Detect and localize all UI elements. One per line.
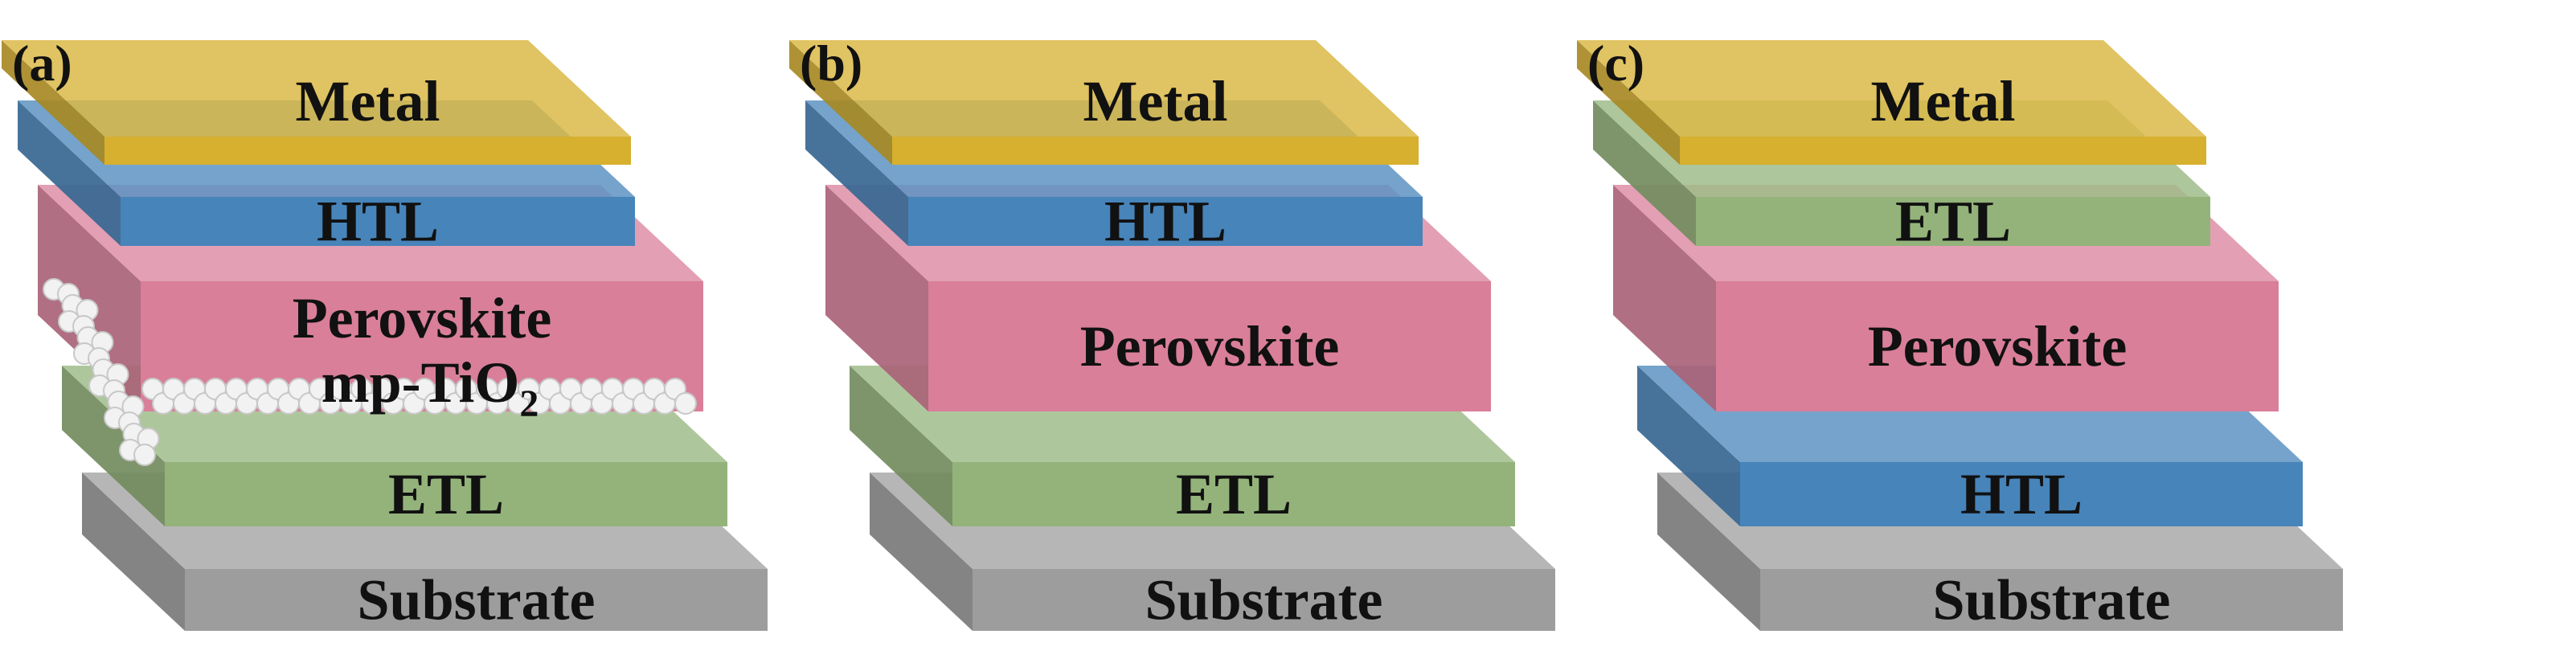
metal-top-face [2, 40, 631, 137]
metal-label: Metal [1083, 69, 1228, 133]
etl-side-face [62, 366, 165, 526]
htl-label: HTL [1960, 462, 2083, 526]
metal-label: Metal [1871, 69, 2016, 133]
mp-tio2-subscript: 2 [519, 383, 539, 425]
etl-front-face [952, 462, 1515, 526]
metal-side-face [789, 40, 892, 165]
perovskite-side-face [825, 185, 928, 411]
perovskite-label: Perovskite [1868, 314, 2128, 379]
panel-label: (c) [1587, 35, 1644, 92]
etl-front-face [1696, 197, 2210, 246]
substrate-front-face [1760, 569, 2343, 631]
substrate-label: Substrate [1932, 568, 2170, 632]
nanoparticle [674, 392, 697, 415]
metal-top-face [789, 40, 1419, 137]
metal-front-face [1680, 137, 2206, 165]
panel-label: (b) [800, 35, 862, 92]
etl-label: ETL [388, 462, 504, 526]
mp-tio2-particles [43, 278, 697, 466]
perovskite-layer [825, 185, 1491, 411]
perovskite-front-face [928, 281, 1491, 411]
metal-layer [2, 40, 631, 165]
substrate-side-face [82, 473, 185, 631]
htl-front-face [908, 197, 1423, 246]
htl-side-face [805, 100, 908, 246]
metal-side-face [2, 40, 104, 165]
htl-front-face [121, 197, 635, 246]
substrate-label: Substrate [357, 568, 595, 632]
substrate-side-face [1657, 473, 1760, 631]
metal-label: Metal [296, 69, 440, 133]
htl-side-face [1637, 366, 1740, 526]
metal-layer [789, 40, 1419, 165]
nanoparticle [133, 444, 156, 466]
metal-front-face [892, 137, 1419, 165]
htl-front-face [1740, 462, 2303, 526]
panel-c: Substrate HTL Perovskite ETL Metal (c) [1577, 35, 2343, 632]
etl-label: ETL [1176, 462, 1292, 526]
etl-side-face [850, 366, 952, 526]
perovskite-front-face [1716, 281, 2279, 411]
substrate-front-face [185, 569, 768, 631]
mp-tio2-label: mp-TiO2 [321, 350, 539, 425]
perovskite-side-face [38, 185, 141, 411]
perovskite-side-face [1613, 185, 1716, 411]
metal-layer [1577, 40, 2206, 165]
perovskite-label: Perovskite [293, 286, 552, 350]
metal-front-face [104, 137, 631, 165]
panel-label: (a) [12, 35, 72, 92]
metal-top-face [1577, 40, 2206, 137]
panel-b: Substrate ETL Perovskite HTL Metal (b) [789, 35, 1555, 632]
htl-label: HTL [1104, 190, 1227, 254]
mp-tio2-text: mp-TiO [321, 350, 520, 415]
etl-front-face [165, 462, 727, 526]
substrate-side-face [870, 473, 973, 631]
substrate-label: Substrate [1145, 568, 1382, 632]
htl-side-face [18, 100, 121, 246]
etl-side-face [1593, 100, 1696, 246]
metal-side-face [1577, 40, 1680, 165]
htl-label: HTL [317, 190, 439, 254]
perovskite-label: Perovskite [1080, 314, 1340, 379]
etl-label: ETL [1895, 190, 2011, 254]
substrate-front-face [973, 569, 1555, 631]
